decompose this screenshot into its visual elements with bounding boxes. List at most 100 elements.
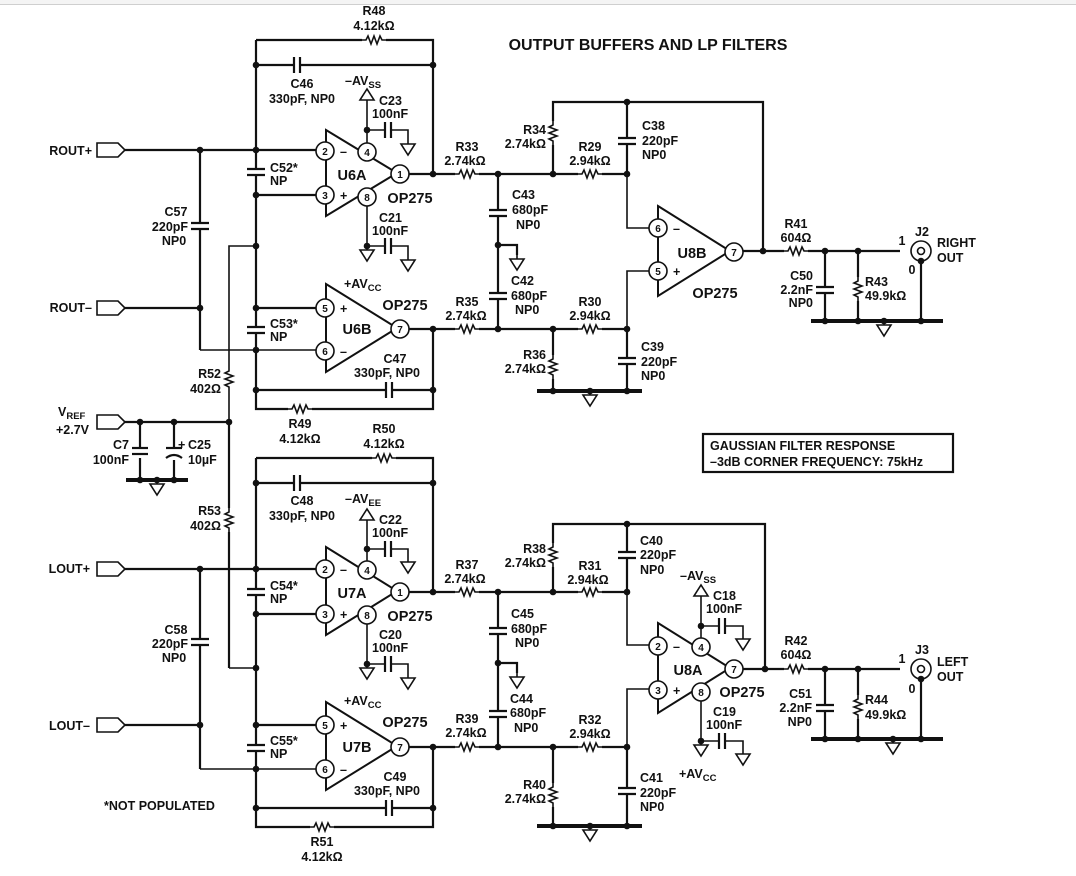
component-value: 10µF	[188, 453, 217, 467]
resistor-r35: R35 2.74kΩ	[445, 295, 487, 334]
resistor-r29: R29 2.94kΩ	[569, 140, 611, 179]
component-value: 2.74kΩ	[505, 137, 546, 151]
svg-text:1: 1	[397, 588, 403, 599]
junction-dot	[252, 565, 260, 573]
svg-text:8: 8	[364, 193, 370, 204]
connector-ref: J3	[915, 643, 929, 657]
component-ref: C45	[511, 607, 534, 621]
junction-dot	[549, 387, 557, 395]
component-value: 4.12kΩ	[301, 850, 342, 864]
component-ref: R41	[785, 217, 808, 231]
noninverting-sign: +	[673, 684, 680, 698]
component-value: 604Ω	[781, 231, 812, 245]
component-ref: R34	[523, 123, 546, 137]
port-vref: VREF +2.7V	[56, 405, 127, 437]
junction-dot	[252, 61, 260, 69]
component-ref: C46	[291, 77, 314, 91]
junction-dot	[363, 660, 371, 668]
capacitor-c41: C41 220pF NP0	[618, 771, 676, 814]
ground-icon	[400, 557, 416, 574]
component-ref: C55*	[270, 734, 298, 748]
component-type: NP0	[515, 636, 539, 650]
port-label: VREF	[58, 405, 86, 422]
junction-dot	[623, 325, 631, 333]
capacitor-c57: C57 220pF NP0	[152, 205, 209, 248]
ground-icon	[509, 672, 525, 689]
component-ref: R31	[579, 559, 602, 573]
junction-dots	[136, 61, 925, 830]
port-label: LOUT–	[49, 719, 90, 733]
junction-dot	[917, 735, 925, 743]
junction-dot	[429, 743, 437, 751]
junction-dot	[252, 304, 260, 312]
component-ref: C19	[713, 705, 736, 719]
junction-dot	[623, 588, 631, 596]
connector-label: RIGHT	[937, 236, 976, 250]
capacitor-c46: C46 330pF, NP0	[269, 57, 335, 106]
component-ref: C39	[641, 340, 664, 354]
rail-label: –AVSS	[345, 74, 381, 91]
junction-dot	[494, 743, 502, 751]
component-ref: R42	[785, 634, 808, 648]
opamp-part: OP275	[719, 685, 764, 701]
capacitor-c43: C43 680pF NP0	[489, 188, 548, 232]
noninverting-sign: +	[340, 189, 347, 203]
component-value: 100nF	[372, 526, 408, 540]
ground-icon	[400, 255, 416, 272]
junction-dot	[759, 247, 767, 255]
resistor-r53: R53 402Ω	[190, 504, 234, 533]
junction-dot	[363, 126, 371, 134]
component-value: 330pF, NP0	[269, 509, 335, 523]
opamp-u8a: 2 3 4 8 7 – + U8A OP275 –AVSS C18 100nF …	[648, 569, 900, 784]
component-value: NP	[270, 747, 287, 761]
component-value: 2.94kΩ	[569, 727, 610, 741]
component-ref: C57	[165, 205, 188, 219]
resistor-r38: R38 2.74kΩ	[505, 542, 558, 570]
svg-text:4: 4	[364, 148, 370, 159]
polarity-mark: +	[178, 438, 185, 452]
port-arrow-icon	[96, 142, 127, 158]
capacitor-c50: C50 2.2nF NP0	[780, 269, 834, 310]
noninverting-sign: +	[340, 608, 347, 622]
component-value: 2.74kΩ	[505, 556, 546, 570]
resistor-r49: R49 4.12kΩ	[279, 404, 321, 446]
opamp-part: OP275	[387, 609, 432, 625]
junction-dot	[880, 317, 888, 325]
component-type: NP0	[789, 296, 813, 310]
connector-label: LEFT	[937, 655, 969, 669]
svg-text:4: 4	[364, 566, 370, 577]
component-value: 2.94kΩ	[569, 309, 610, 323]
component-value: 4.12kΩ	[279, 432, 320, 446]
junction-dot	[429, 386, 437, 394]
component-ref: C23	[379, 94, 402, 108]
inverting-sign: –	[340, 345, 347, 359]
junction-dot	[252, 346, 260, 354]
port-arrow-icon	[96, 300, 127, 316]
capacitor-c51: C51 2.2nF NP0	[779, 687, 834, 729]
junction-dot	[854, 735, 862, 743]
rail-label: –AVEE	[345, 492, 381, 509]
ground-icon	[735, 749, 751, 766]
connector-pin: 0	[909, 682, 916, 696]
capacitor-c48: C48 330pF, NP0	[269, 475, 335, 523]
component-value: 220pF	[152, 220, 188, 234]
junction-dot	[252, 191, 260, 199]
junction-dot	[494, 659, 502, 667]
resistor-r43: R43 49.9kΩ	[853, 275, 906, 303]
component-value: 680pF	[512, 203, 548, 217]
resistor-r36: R36 2.74kΩ	[505, 348, 558, 380]
opamp-part: OP275	[387, 191, 432, 207]
resistor-r34: R34 2.74kΩ	[505, 120, 558, 151]
junction-dot	[821, 247, 829, 255]
component-ref: R51	[311, 835, 334, 849]
junction-dot	[854, 665, 862, 673]
component-type: NP0	[514, 721, 538, 735]
opamp-ref: U8B	[677, 246, 706, 262]
resistor-r39: R39 2.74kΩ	[445, 712, 487, 752]
capacitor-c53: C53* NP	[247, 317, 298, 344]
port-arrow-icon	[96, 414, 127, 430]
capacitor-c39: C39 220pF NP0	[618, 340, 677, 383]
junction-dot	[549, 325, 557, 333]
component-type: NP0	[642, 148, 666, 162]
component-value: 4.12kΩ	[363, 437, 404, 451]
